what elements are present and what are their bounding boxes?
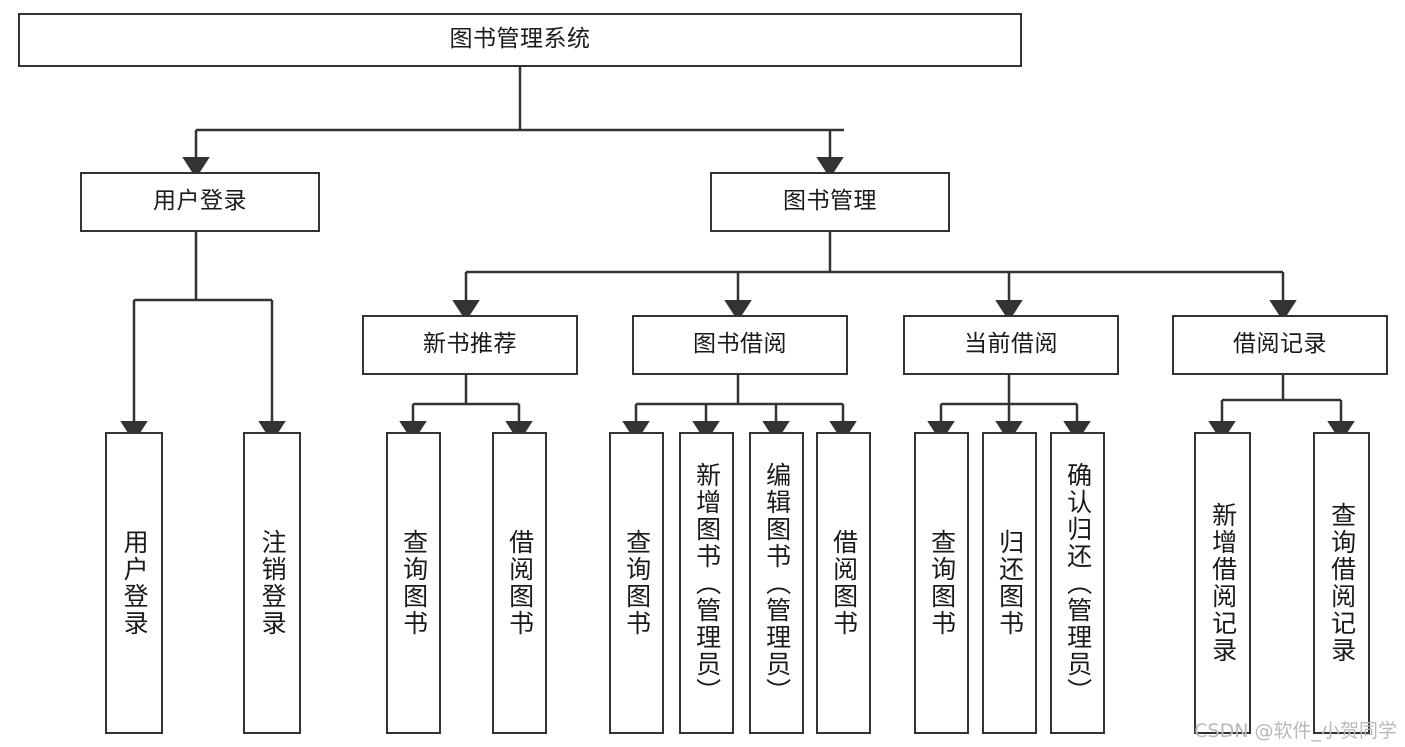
leaf-borrow-record-query[interactable]: 查询借阅记录 bbox=[1313, 432, 1370, 734]
node-user-login-label: 用户登录 bbox=[153, 188, 247, 215]
leaf-new-book-query-label: 查询图书 bbox=[399, 529, 429, 637]
node-user-login[interactable]: 用户登录 bbox=[80, 172, 320, 232]
leaf-book-borrow-add[interactable]: 新增图书（管理员） bbox=[679, 432, 734, 734]
leaf-user-login-signout[interactable]: 注销登录 bbox=[243, 432, 301, 734]
leaf-user-login-signin[interactable]: 用户登录 bbox=[105, 432, 163, 734]
leaf-current-borrow-confirm-return-label: 确认归还（管理员） bbox=[1063, 461, 1093, 705]
node-new-book-recommend-label: 新书推荐 bbox=[423, 331, 517, 358]
leaf-book-borrow-add-label: 新增图书（管理员） bbox=[692, 461, 722, 705]
leaf-current-borrow-confirm-return[interactable]: 确认归还（管理员） bbox=[1050, 432, 1105, 734]
node-root-system[interactable]: 图书管理系统 bbox=[18, 13, 1022, 67]
leaf-book-borrow-borrow-label: 借阅图书 bbox=[829, 529, 859, 637]
node-borrow-records-label: 借阅记录 bbox=[1233, 331, 1327, 358]
leaf-new-book-borrow[interactable]: 借阅图书 bbox=[492, 432, 547, 734]
leaf-book-borrow-borrow[interactable]: 借阅图书 bbox=[816, 432, 871, 734]
leaf-user-login-signin-label: 用户登录 bbox=[120, 529, 150, 637]
leaf-current-borrow-return-label: 归还图书 bbox=[995, 529, 1025, 637]
csdn-watermark: CSDN @软件_小贺同学 bbox=[1194, 720, 1397, 742]
leaf-borrow-record-add-label: 新增借阅记录 bbox=[1208, 502, 1238, 664]
node-book-borrowing[interactable]: 图书借阅 bbox=[632, 315, 848, 375]
node-new-book-recommend[interactable]: 新书推荐 bbox=[362, 315, 578, 375]
node-borrow-records[interactable]: 借阅记录 bbox=[1172, 315, 1388, 375]
leaf-user-login-signout-label: 注销登录 bbox=[258, 529, 288, 637]
leaf-new-book-query[interactable]: 查询图书 bbox=[386, 432, 441, 734]
leaf-current-borrow-query[interactable]: 查询图书 bbox=[914, 432, 969, 734]
node-current-borrowing[interactable]: 当前借阅 bbox=[903, 315, 1119, 375]
leaf-current-borrow-return[interactable]: 归还图书 bbox=[982, 432, 1037, 734]
node-current-borrowing-label: 当前借阅 bbox=[964, 331, 1058, 358]
node-book-borrowing-label: 图书借阅 bbox=[693, 331, 787, 358]
node-book-management-label: 图书管理 bbox=[783, 188, 877, 215]
leaf-current-borrow-query-label: 查询图书 bbox=[927, 529, 957, 637]
leaf-book-borrow-edit[interactable]: 编辑图书（管理员） bbox=[749, 432, 804, 734]
leaf-borrow-record-query-label: 查询借阅记录 bbox=[1327, 502, 1357, 664]
leaf-borrow-record-add[interactable]: 新增借阅记录 bbox=[1194, 432, 1251, 734]
node-root-system-label: 图书管理系统 bbox=[449, 26, 591, 53]
leaf-book-borrow-edit-label: 编辑图书（管理员） bbox=[762, 461, 792, 705]
leaf-new-book-borrow-label: 借阅图书 bbox=[505, 529, 535, 637]
node-book-management[interactable]: 图书管理 bbox=[710, 172, 950, 232]
leaf-book-borrow-query-label: 查询图书 bbox=[622, 529, 652, 637]
leaf-book-borrow-query[interactable]: 查询图书 bbox=[609, 432, 664, 734]
